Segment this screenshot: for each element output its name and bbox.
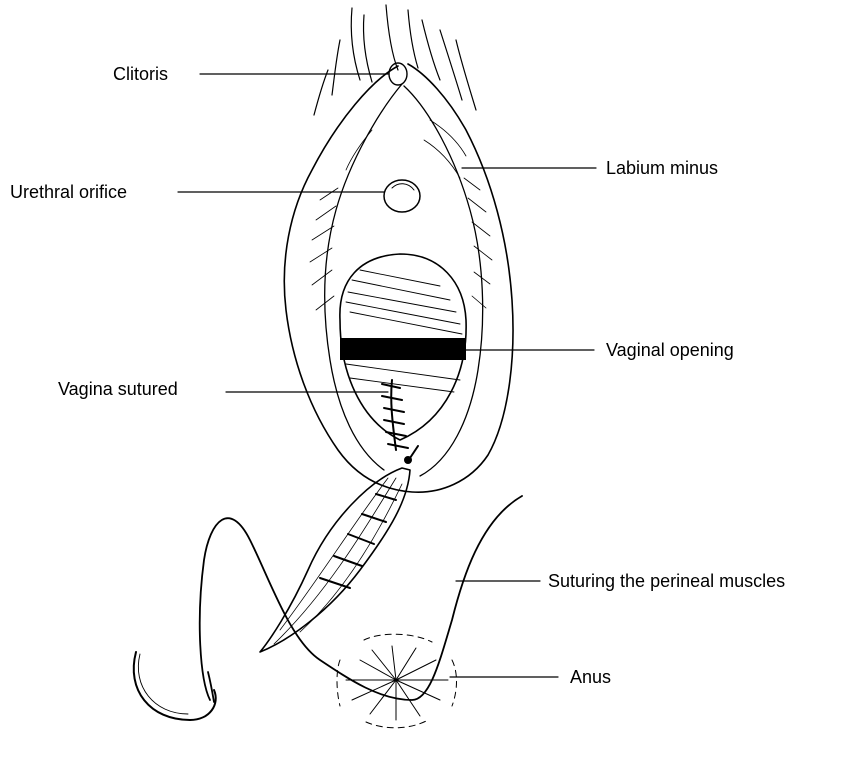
label-anus: Anus: [570, 668, 611, 686]
suture-thread: [200, 496, 522, 700]
vaginal-opening-hatching: [346, 270, 462, 334]
label-clitoris: Clitoris: [113, 65, 168, 83]
labia-shading: [310, 120, 492, 310]
leader-lines: [178, 74, 596, 677]
label-vaginal-opening: Vaginal opening: [606, 341, 734, 359]
curved-needle: [134, 652, 216, 720]
label-urethral-orifice: Urethral orifice: [10, 183, 127, 201]
mons-skin-folds: [314, 5, 476, 115]
urethral-orifice-shape: [384, 180, 420, 212]
label-labium-minus: Labium minus: [606, 159, 718, 177]
muscle-fibers: [274, 478, 402, 644]
vaginal-shadow-band: [340, 338, 466, 360]
perineal-muscle-outline: [260, 468, 410, 652]
vaginal-suture-line: [382, 380, 408, 450]
label-suturing-perineal-muscles: Suturing the perineal muscles: [548, 572, 785, 590]
label-vagina-sutured: Vagina sutured: [58, 380, 178, 398]
